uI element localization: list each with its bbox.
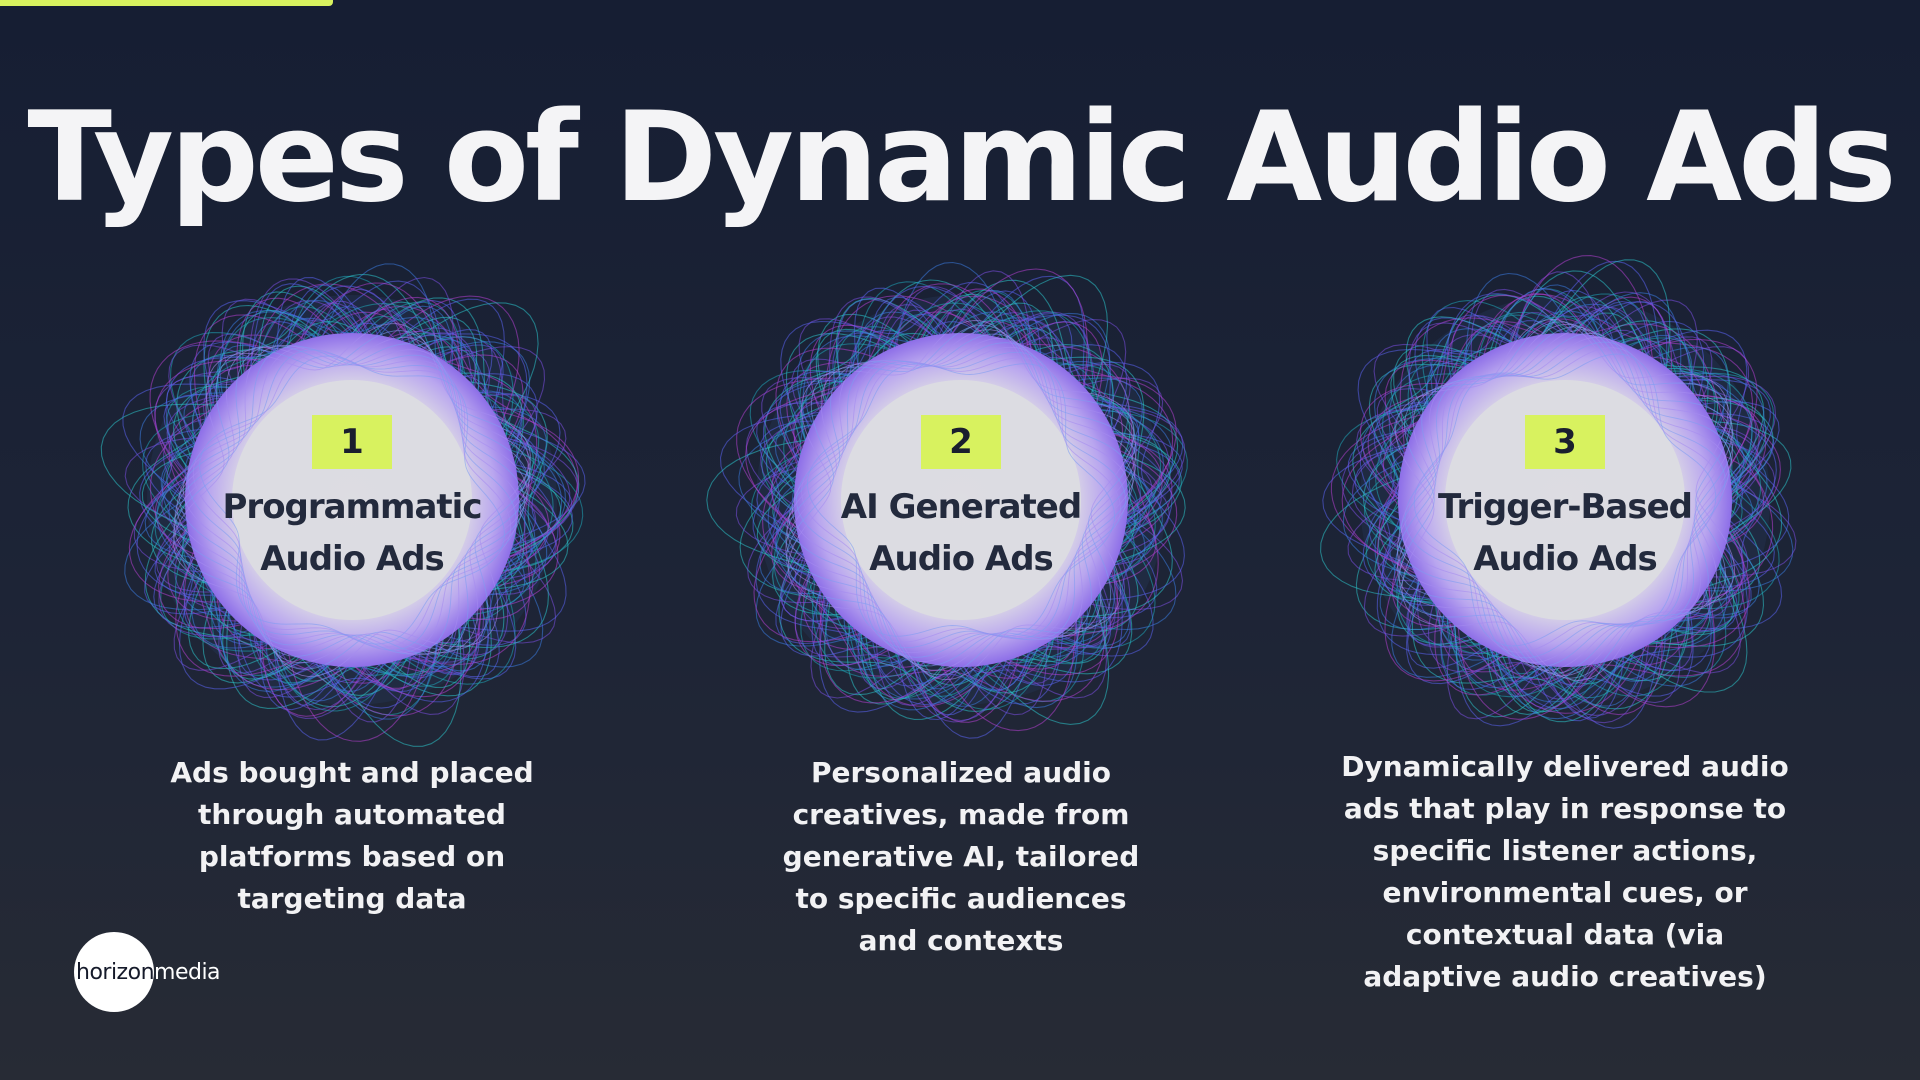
waveform-inner-line [796, 351, 1126, 649]
waveform-inner-line [786, 324, 1136, 676]
waveform-line [706, 274, 1186, 725]
waveform-inner-line [192, 352, 512, 648]
waveform-inner-line [1400, 336, 1730, 664]
waveform-inner-line [1398, 321, 1732, 679]
waveform-line [161, 311, 563, 688]
waveform-inner-line [787, 320, 1135, 680]
ad-type-card-trigger-based: 3 Trigger-Based Audio Ads [1320, 255, 1797, 730]
waveform-line [156, 309, 566, 692]
page-title: Types of Dynamic Audio Ads [27, 86, 1896, 230]
orb-core [232, 380, 472, 620]
description-line: adaptive audio creatives) [1363, 960, 1767, 993]
audio-waveform-orb-icon [706, 261, 1188, 739]
waveform-line [1341, 291, 1757, 716]
waveform-inner-line [173, 330, 531, 670]
description-line: platforms based on [198, 840, 506, 873]
card-label-line: Audio Ads [260, 539, 445, 579]
waveform-line [1320, 259, 1792, 718]
waveform-line [1342, 292, 1768, 689]
description-line: contextual data (via [1405, 918, 1725, 951]
card-label: Programmatic Audio Ads [202, 481, 502, 585]
waveform-inner-line [187, 349, 517, 651]
orb-content: 3 Trigger-Based Audio Ads [1415, 350, 1715, 650]
waveform-line [774, 321, 1142, 687]
waveform-line [100, 285, 569, 747]
waveform-inner-line [176, 344, 528, 656]
waveform-inner-line [785, 329, 1137, 671]
waveform-line [1341, 294, 1758, 720]
waveform-line [756, 302, 1172, 701]
card-label: Trigger-Based Audio Ads [1415, 481, 1715, 585]
description-line: Personalized audio [810, 756, 1112, 789]
ad-type-card-programmatic: 1 Programmatic Audio Ads [100, 263, 586, 747]
waveform-line [767, 317, 1165, 700]
waveform-inner-line [1396, 329, 1734, 671]
description-line: to specific audiences [795, 882, 1127, 915]
card-label-line: Trigger-Based [1438, 487, 1693, 527]
description-line: generative AI, tailored [782, 840, 1140, 873]
waveform-inner-line [1397, 323, 1733, 677]
description-line: and contexts [858, 924, 1064, 957]
waveform-inner-line [786, 337, 1136, 663]
description-line: creatives, made from [792, 798, 1130, 831]
card-label-line: Audio Ads [869, 539, 1054, 579]
waveform-inner-line [199, 355, 505, 645]
waveform-inner-line [1395, 319, 1735, 681]
logo-text-part1: horizon [76, 959, 155, 985]
description-line: ads that play in response to [1343, 792, 1787, 825]
number-badge: 2 [921, 415, 1001, 469]
description-line: Dynamically delivered audio [1341, 750, 1789, 783]
description-line: Ads bought and placed [170, 756, 534, 789]
number-badge: 3 [1525, 415, 1605, 469]
number-badge: 1 [312, 415, 392, 469]
logo-text-part2: media [154, 959, 221, 985]
description-line: targeting data [237, 882, 467, 915]
waveform-inner-line [173, 336, 531, 664]
orb-content: 2 AI Generated Audio Ads [811, 350, 1111, 650]
card-description: Personalized audio creatives, made from … [731, 752, 1191, 962]
description-line: through automated [198, 798, 506, 831]
audio-waveform-orb-icon [1320, 255, 1797, 729]
card-label-line: AI Generated [840, 487, 1082, 527]
waveform-inner-line [173, 323, 531, 677]
orb-core [841, 380, 1081, 620]
description-line: specific listener actions, [1372, 834, 1758, 867]
audio-waveform-orb-icon [100, 263, 586, 747]
waveform-line [141, 309, 562, 688]
waveform-line [1330, 293, 1753, 691]
card-description: Dynamically delivered audio ads that pla… [1335, 746, 1795, 998]
waveform-line [766, 332, 1136, 694]
card-label: AI Generated Audio Ads [811, 481, 1111, 585]
card-label-line: Audio Ads [1473, 539, 1658, 579]
waveform-line [1359, 293, 1777, 710]
accent-bar [0, 0, 333, 6]
orb-core [1445, 380, 1685, 620]
waveform-inner-line [785, 333, 1137, 667]
waveform-line [160, 333, 526, 679]
horizon-media-logo: horizonmedia [74, 932, 221, 1012]
waveform-line [738, 311, 1163, 709]
waveform-line [1359, 255, 1781, 708]
logo-circle [74, 932, 154, 1012]
orb-content: 1 Programmatic Audio Ads [202, 350, 502, 650]
card-label-line: Programmatic [222, 487, 483, 527]
waveform-line [1322, 260, 1783, 729]
waveform-inner-line [791, 346, 1131, 654]
waveform-inner-line [1404, 341, 1726, 659]
ad-type-card-ai-generated: 2 AI Generated Audio Ads [706, 261, 1191, 739]
waveform-inner-line [182, 347, 522, 653]
card-description: Ads bought and placed through automated … [122, 752, 582, 920]
description-line: environmental cues, or [1382, 876, 1748, 909]
logo-text: horizonmedia [74, 959, 221, 985]
